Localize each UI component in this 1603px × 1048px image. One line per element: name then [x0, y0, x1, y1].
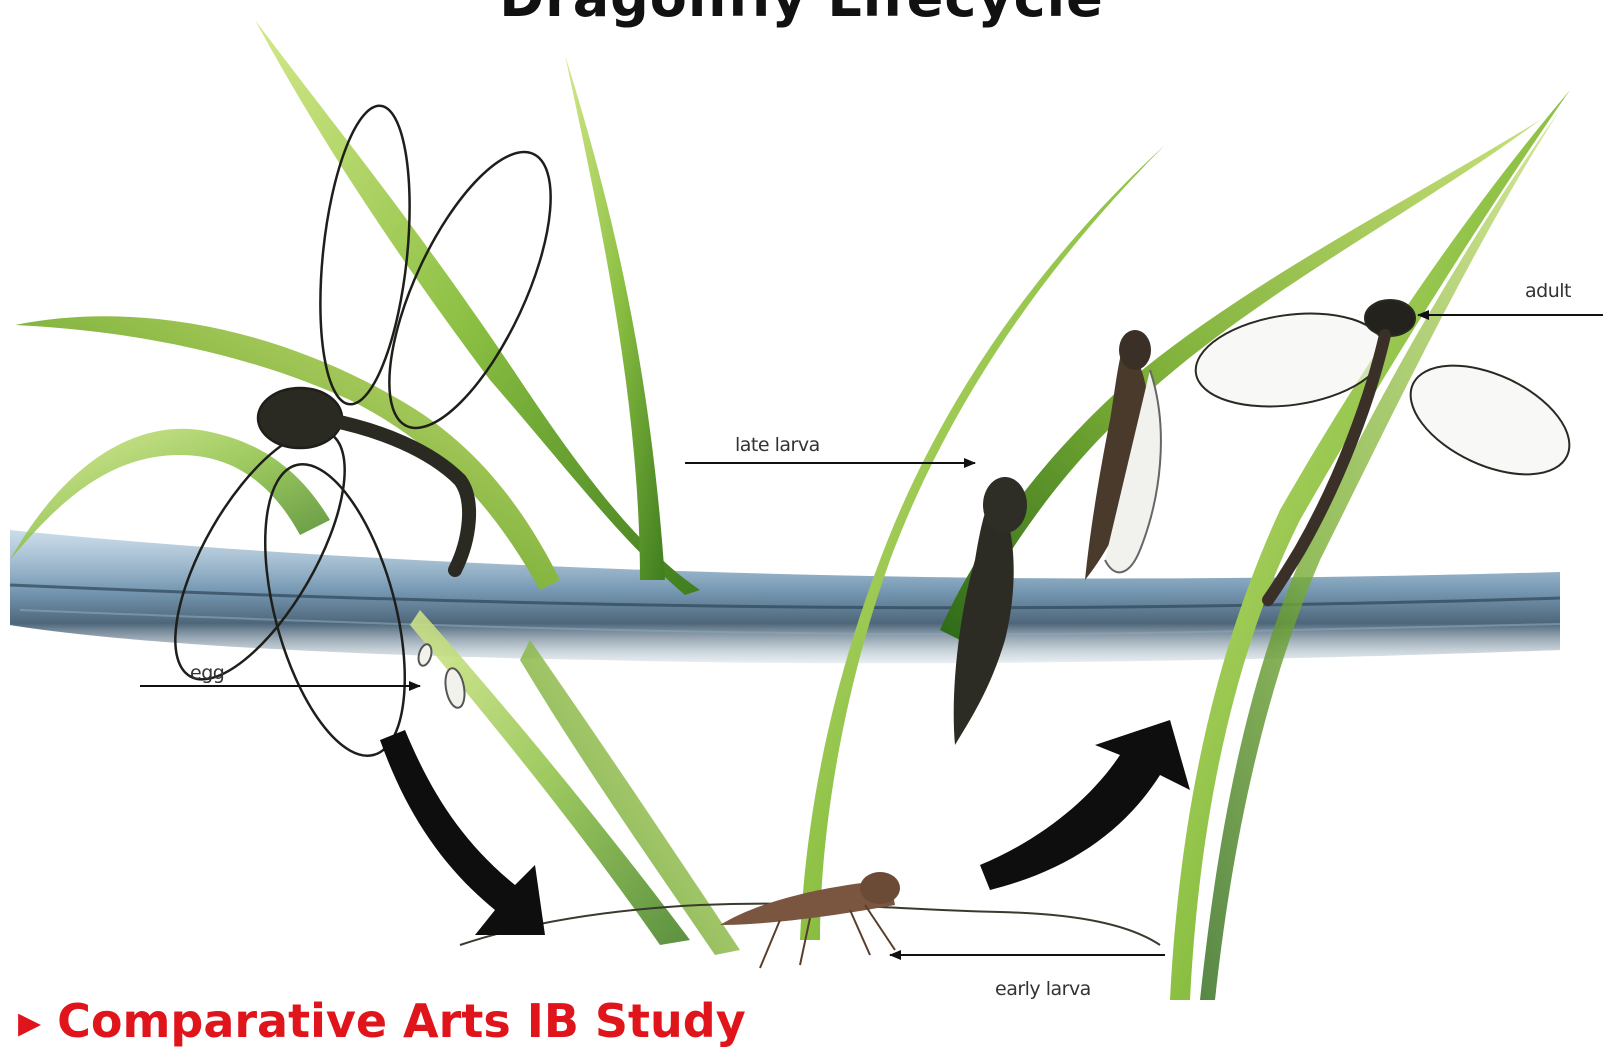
- adult-label: adult: [1525, 280, 1571, 302]
- adult-dragonfly: [1190, 300, 1586, 600]
- water-surface: [10, 530, 1560, 663]
- cycle-arrow-larva-to-adult: [980, 720, 1190, 890]
- egg-label: egg: [190, 662, 224, 684]
- late-larva-emerging: [954, 330, 1161, 745]
- reed-leaves: [10, 20, 1570, 1000]
- early-larva-label: early larva: [995, 978, 1091, 1000]
- late-larva-label: late larva: [735, 434, 820, 456]
- footer-caption: ▸ Comparative Arts IB Study: [18, 994, 746, 1048]
- cycle-arrow-egg-to-larva: [380, 730, 545, 935]
